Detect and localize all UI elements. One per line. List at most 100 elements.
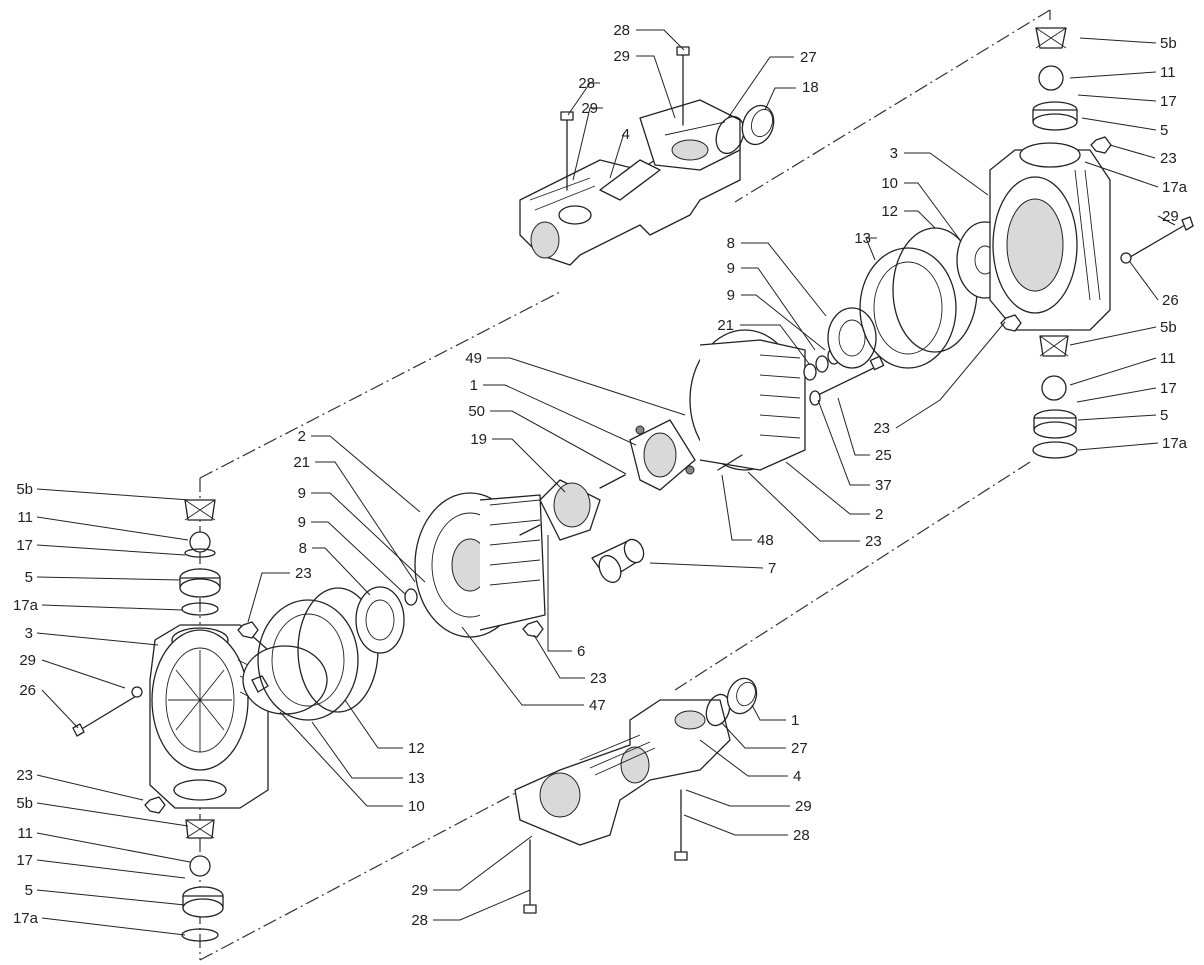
- right-plate-8: [827, 307, 877, 369]
- nut-37: [809, 390, 821, 406]
- callout-r-17a-top: 17a: [1162, 179, 1188, 196]
- callout-rc-3: 3: [890, 145, 898, 162]
- callout-r-5-bot: 5: [1160, 407, 1168, 424]
- callout-lc-21: 21: [293, 454, 310, 471]
- callout-l-26: 26: [19, 682, 36, 699]
- top-oring-27: [715, 115, 745, 155]
- callout-r-17a-bot: 17a: [1162, 435, 1188, 452]
- callout-b-28-a: 28: [793, 827, 810, 844]
- right-center-housing-2: [689, 329, 806, 471]
- callout-l-17a-bot: 17a: [13, 910, 39, 927]
- right-valve-stack-bottom: [1032, 335, 1078, 459]
- right-chamber-3: [989, 142, 1111, 331]
- callout-r-11-bot: 11: [1160, 350, 1176, 367]
- top-fitting-18: [741, 104, 775, 146]
- callout-rc-9-a: 9: [727, 260, 735, 277]
- valve-body-1: [629, 419, 696, 491]
- callout-r-26: 26: [1162, 292, 1179, 309]
- shaft-19: [519, 474, 626, 541]
- callout-b-29-a: 29: [795, 798, 812, 815]
- callout-l-23: 23: [16, 767, 33, 784]
- top-bolt-b: [676, 46, 690, 126]
- callout-lc-8: 8: [299, 540, 307, 557]
- bottom-bolt-a: [523, 839, 537, 914]
- callout-top-29-b: 29: [581, 100, 598, 117]
- callout-rc-10: 10: [881, 175, 898, 192]
- top-manifold: [519, 99, 741, 266]
- assembly-centerlines: [199, 9, 1051, 961]
- callout-lc-9-a: 9: [298, 485, 306, 502]
- callout-rc-37: 37: [875, 477, 892, 494]
- pilot-spool-7: [591, 538, 645, 584]
- bottom-manifold: [514, 699, 731, 846]
- callout-r-29: 29: [1162, 208, 1179, 225]
- callout-labels: 28 29 27 18 28 29 4 5b 11 17 5 23 17a 29…: [13, 22, 1188, 929]
- top-bolt-a: [560, 111, 574, 191]
- right-valve-stack-top: [1032, 27, 1078, 131]
- callout-c-7: 7: [768, 560, 776, 577]
- callout-top-28-a: 28: [613, 22, 630, 39]
- callout-rc-23-b: 23: [865, 533, 882, 550]
- callout-c-6: 6: [577, 643, 585, 660]
- callout-c-47: 47: [589, 697, 606, 714]
- callout-b-27: 27: [791, 740, 808, 757]
- callout-b-28-b: 28: [411, 912, 428, 929]
- callout-rc-25: 25: [875, 447, 892, 464]
- center-nut-23: [522, 620, 544, 638]
- left-plate-8: [355, 586, 405, 654]
- callout-r-5-top: 5: [1160, 122, 1168, 139]
- callout-lc-2: 2: [298, 428, 306, 445]
- callout-top-18: 18: [802, 79, 819, 96]
- callout-rc-23: 23: [873, 420, 890, 437]
- bottom-fitting-1: [726, 677, 758, 715]
- callout-b-1: 1: [791, 712, 799, 729]
- bottom-bolt-b: [674, 789, 688, 861]
- left-diaphragm-10: [242, 645, 328, 715]
- right-bolt-29: [1120, 216, 1194, 264]
- callout-rc-48: 48: [757, 532, 774, 549]
- callout-c-1: 1: [470, 377, 478, 394]
- left-chamber-3: [149, 624, 269, 809]
- callout-top-4: 4: [622, 126, 630, 143]
- callout-r-5b-top: 5b: [1160, 35, 1177, 52]
- callout-l-5b-bot: 5b: [16, 795, 33, 812]
- callout-l-17-top: 17: [16, 537, 33, 554]
- callout-lc-10: 10: [408, 798, 425, 815]
- callout-l-5-top: 5: [25, 569, 33, 586]
- callout-r-17-top: 17: [1160, 93, 1177, 110]
- left-diaphragm-13: [257, 599, 359, 721]
- callout-l-29: 29: [19, 652, 36, 669]
- callout-c-23: 23: [590, 670, 607, 687]
- callout-l-11-top: 11: [17, 509, 33, 526]
- leader-lines: [36, 29, 1176, 936]
- left-valve-stack-bottom: [181, 819, 224, 942]
- callout-l-11-bot: 11: [17, 825, 33, 842]
- callout-rc-2: 2: [875, 506, 883, 523]
- callout-c-19: 19: [470, 431, 487, 448]
- callout-l-5b-top: 5b: [16, 481, 33, 498]
- callout-r-23-top: 23: [1160, 150, 1177, 167]
- callout-rc-13: 13: [854, 230, 871, 247]
- callout-l-17-bot: 17: [16, 852, 33, 869]
- callout-c-49: 49: [465, 350, 482, 367]
- callout-rc-8: 8: [727, 235, 735, 252]
- callout-top-28-b: 28: [578, 75, 595, 92]
- callout-l-5-bot: 5: [25, 882, 33, 899]
- callout-lc-23: 23: [295, 565, 312, 582]
- callout-rc-9-b: 9: [727, 287, 735, 304]
- callout-top-27: 27: [800, 49, 817, 66]
- callout-r-17-bot: 17: [1160, 380, 1177, 397]
- callout-top-29-a: 29: [613, 48, 630, 65]
- right-diaphragm-13: [859, 247, 957, 369]
- left-nut-23: [144, 621, 259, 814]
- left-center-housing-2: [414, 492, 546, 638]
- callout-r-5b-bot: 5b: [1160, 319, 1177, 336]
- pin-48: [717, 454, 743, 471]
- left-valve-stack-top: [179, 499, 221, 616]
- callout-lc-12: 12: [408, 740, 425, 757]
- callout-lc-13: 13: [408, 770, 425, 787]
- callout-r-11-top: 11: [1160, 64, 1176, 81]
- callout-rc-12: 12: [881, 203, 898, 220]
- left-bolt-26: [72, 686, 143, 737]
